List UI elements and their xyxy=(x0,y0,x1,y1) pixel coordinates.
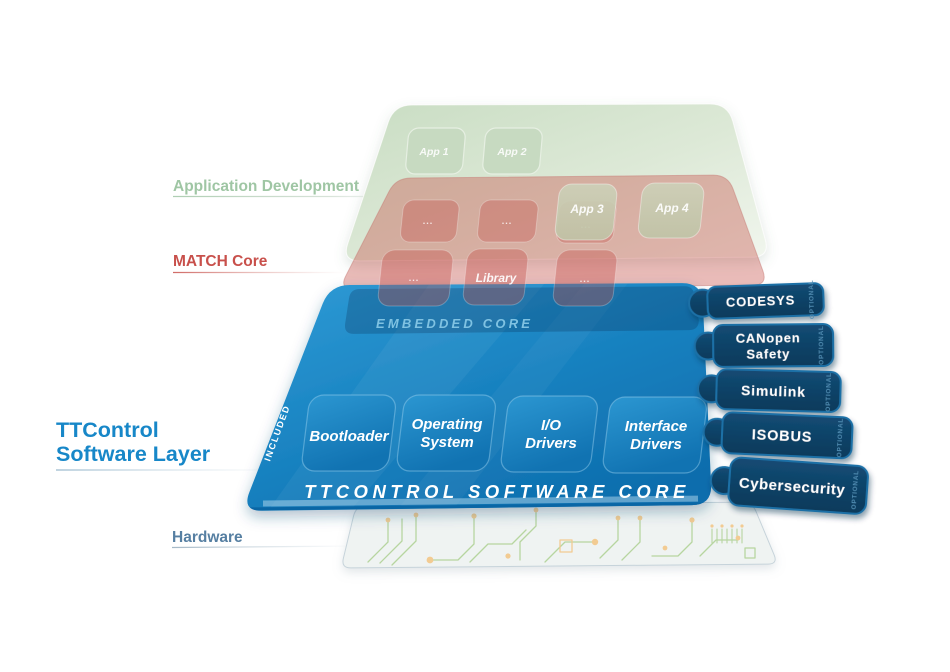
tab-codesys-label: CODESYS xyxy=(726,292,796,309)
app3-tile-label: App 3 xyxy=(569,202,604,216)
tab-cybersecurity: Cybersecurity OPTIONAL xyxy=(709,456,869,515)
circuit-pattern xyxy=(367,507,756,566)
tab-isobus-optional-label: OPTIONAL xyxy=(836,418,845,458)
app4-tile-label: App 4 xyxy=(654,201,689,215)
bootloader-tile-label: Bootloader xyxy=(309,428,389,445)
dropped-app-tiles: App 3 App 4 xyxy=(554,182,705,241)
tab-canopen-optional-label: OPTIONAL xyxy=(818,325,825,364)
tab-cybersecurity-body xyxy=(727,456,869,515)
match-tile-1 xyxy=(400,199,460,243)
ttcontrol-software-layer-label-line2: Software Layer xyxy=(56,442,211,466)
match-tile-2-label: ... xyxy=(502,216,513,226)
library-tile-label: Library xyxy=(476,271,518,285)
app4-tile-shape xyxy=(637,182,705,239)
app2-tile-label: App 2 xyxy=(496,146,526,158)
tab-codesys-optional-label: OPTIONAL xyxy=(808,280,816,320)
tab-isobus: ISOBUS OPTIONAL xyxy=(702,411,854,460)
tab-simulink-label: Simulink xyxy=(741,382,806,400)
tab-canopen-body xyxy=(712,323,835,368)
embedded-core-label: EMBEDDED CORE xyxy=(376,316,533,331)
match-tile-2 xyxy=(477,199,539,243)
match-tile-6-label: ... xyxy=(580,274,591,284)
embedded-core-panel xyxy=(344,286,699,334)
match-row2: ... Library ... xyxy=(377,248,618,307)
tab-codesys: CODESYS OPTIONAL xyxy=(688,280,825,320)
tab-simulink-optional-label: OPTIONAL xyxy=(825,372,833,412)
app1-tile xyxy=(405,127,466,175)
app1-tile-shape xyxy=(405,127,466,175)
match-layer: ... ... ... App 3 App 4 xyxy=(343,174,765,290)
app1-tile-label: App 1 xyxy=(418,146,448,158)
tab-canopen-label-line1: CANopen xyxy=(736,330,801,346)
tab-simulink-body xyxy=(715,368,842,413)
application-development-label: Application Development xyxy=(173,178,359,195)
interface-drivers-label-line1: Interface xyxy=(625,418,688,435)
bootloader-tile xyxy=(301,394,396,472)
tab-isobus-body xyxy=(720,411,854,460)
operating-system-tile xyxy=(396,394,496,472)
ttcontrol-software-layer-label-line1: TTControl xyxy=(56,418,159,442)
match-tile-4-label: ... xyxy=(409,273,420,283)
library-tile xyxy=(462,248,529,306)
app2-tile-shape xyxy=(482,127,543,175)
hardware-label: Hardware xyxy=(172,529,243,546)
tab-canopen-label-line2: Safety xyxy=(746,346,790,361)
operating-system-label-line2: System xyxy=(420,434,473,451)
tab-cybersecurity-optional-label: OPTIONAL xyxy=(851,470,861,510)
left-captions: Application Development MATCH Core TTCon… xyxy=(56,178,430,549)
operating-system-label-line1: Operating xyxy=(412,416,483,433)
match-core-label: MATCH Core xyxy=(173,253,268,270)
software-core-title: TTCONTROL SOFTWARE CORE xyxy=(304,481,690,502)
software-core-content: EMBEDDED CORE INCLUDED Bootloader Operat… xyxy=(262,316,707,502)
io-drivers-label-line1: I/O xyxy=(541,417,561,434)
match-tile-4 xyxy=(377,249,454,307)
app3-tile-shape xyxy=(554,183,618,241)
interface-drivers-label-line2: Drivers xyxy=(630,436,682,453)
interface-drivers-tile xyxy=(602,396,707,474)
io-drivers-tile xyxy=(500,395,598,473)
match-tile-1-label: ... xyxy=(423,216,434,226)
optional-tabs: CODESYS OPTIONAL CANopen Safety OPTIONAL… xyxy=(688,280,869,515)
tab-codesys-body xyxy=(706,282,825,320)
io-drivers-label-line2: Drivers xyxy=(525,435,577,452)
hardware-plate xyxy=(342,501,776,569)
tab-simulink: Simulink OPTIONAL xyxy=(696,368,842,413)
match-tile-6 xyxy=(552,249,618,307)
app2-tile xyxy=(482,127,543,175)
hardware-leader-line xyxy=(171,545,361,549)
hardware-layer xyxy=(342,501,776,569)
tab-canopen-safety: CANopen Safety OPTIONAL xyxy=(693,323,835,368)
tab-isobus-label: ISOBUS xyxy=(751,427,812,446)
